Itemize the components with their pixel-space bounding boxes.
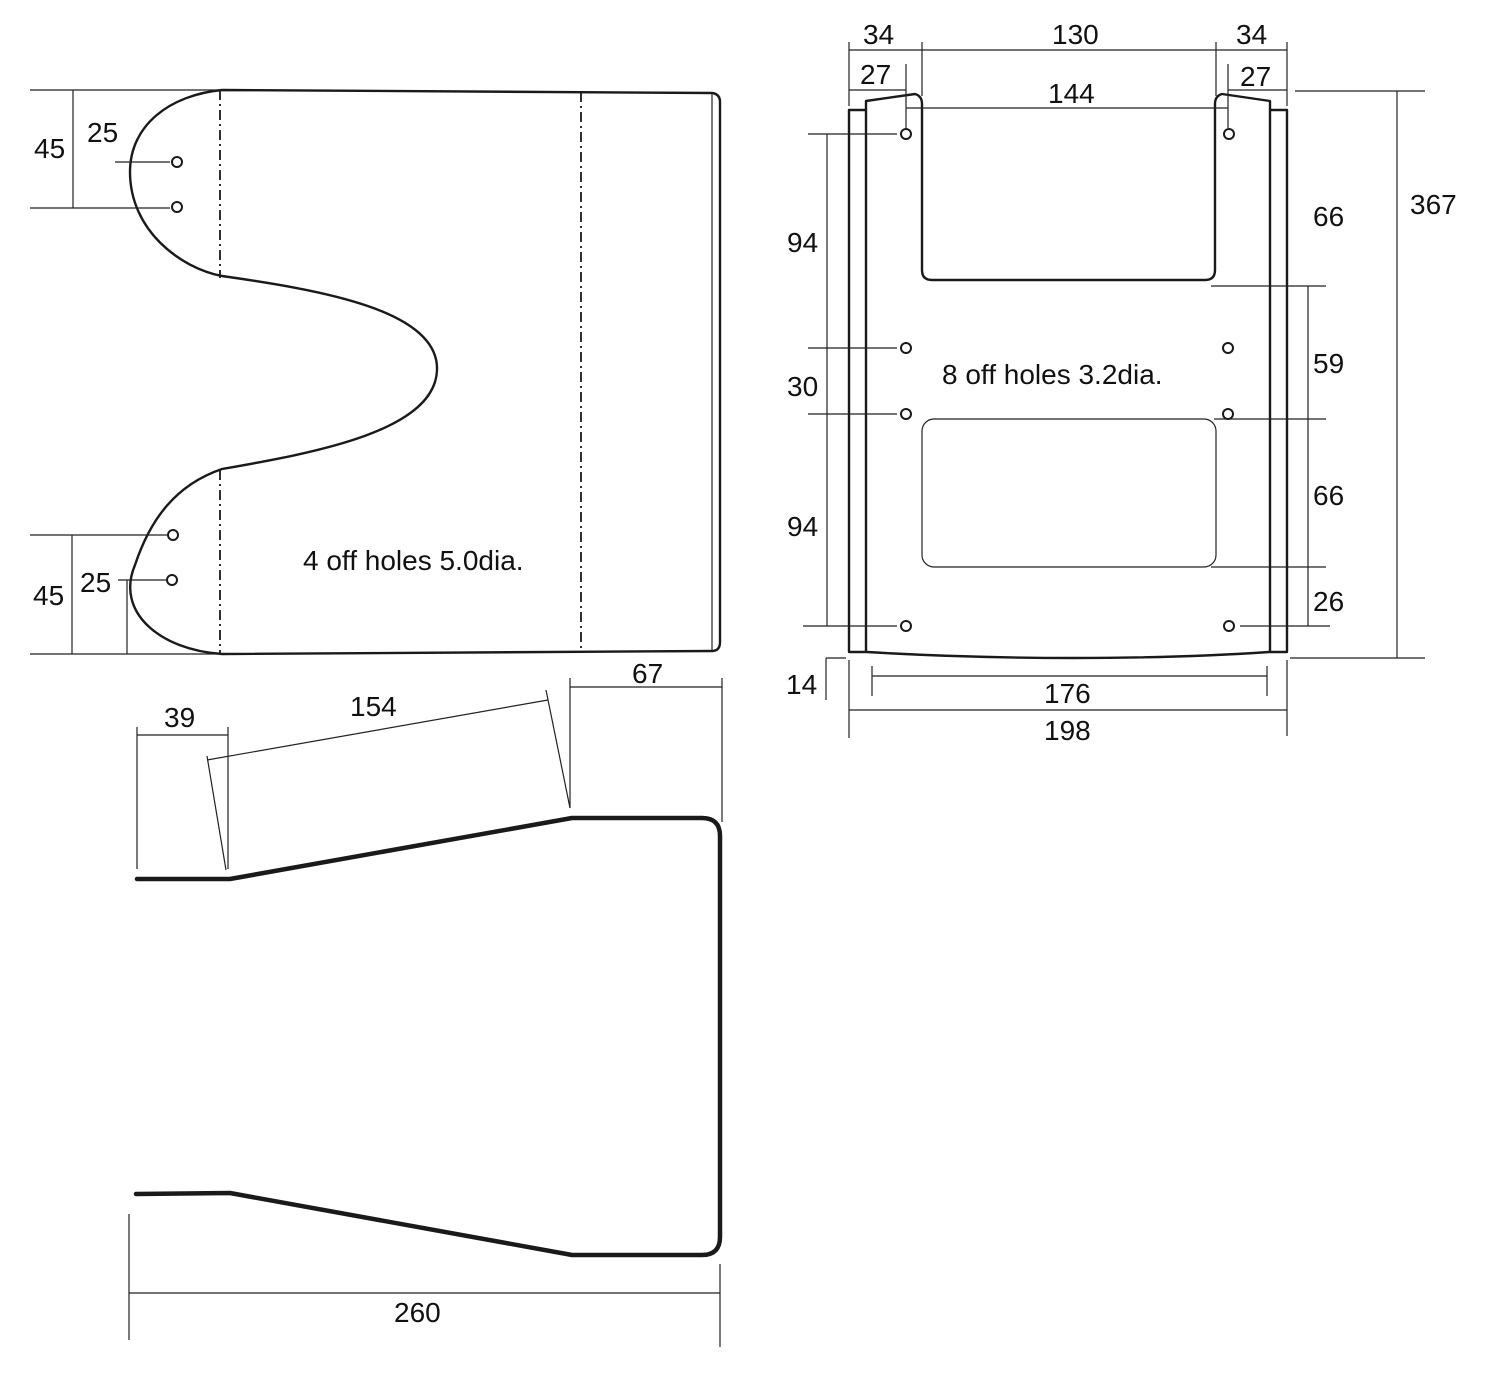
dim-25-top: 25	[87, 117, 118, 148]
dim-34-left: 34	[863, 19, 894, 50]
dim-27-left: 27	[860, 59, 891, 90]
flat-pattern-outline	[128, 88, 722, 656]
dim-45-bottom: 45	[33, 580, 64, 611]
back-plate-outline	[847, 92, 1289, 660]
hole-5mm	[171, 156, 183, 168]
dim-34-right: 34	[1236, 19, 1267, 50]
dim-59: 59	[1313, 348, 1344, 379]
dim-66-top: 66	[1313, 201, 1344, 232]
dim-154: 154	[350, 691, 397, 722]
dim-39: 39	[164, 702, 195, 733]
hole-3-2mm	[900, 342, 912, 354]
back-plate-window	[921, 418, 1217, 568]
dim-25-bottom: 25	[80, 567, 111, 598]
dim-66-mid: 66	[1313, 480, 1344, 511]
dim-198: 198	[1044, 715, 1091, 746]
dim-130: 130	[1052, 19, 1099, 50]
hole-3-2mm	[1222, 408, 1234, 420]
dim-26: 26	[1313, 586, 1344, 617]
flat-pattern-note: 4 off holes 5.0dia.	[303, 545, 524, 576]
dim-30: 30	[787, 371, 818, 402]
dim-144: 144	[1048, 78, 1095, 109]
dim-176: 176	[1044, 678, 1091, 709]
dim-94-top: 94	[787, 227, 818, 258]
dim-14: 14	[786, 669, 817, 700]
dim-67: 67	[632, 658, 663, 689]
side-profile-outline	[133, 815, 723, 1258]
dim-27-right: 27	[1240, 61, 1271, 92]
dim-94-bottom: 94	[787, 511, 818, 542]
dim-260: 260	[394, 1297, 441, 1328]
dim-45-top: 45	[34, 133, 65, 164]
back-plate-view: 8 off holes 3.2dia. 34 130 34 27 144 27 …	[786, 19, 1457, 746]
hole-5mm	[171, 201, 183, 213]
back-plate-note: 8 off holes 3.2dia.	[942, 359, 1163, 390]
flat-pattern-view: 45 25 45 25 4 off holes 5.0dia. 67	[30, 88, 723, 822]
hole-3-2mm	[1222, 342, 1234, 354]
hole-3-2mm	[1223, 128, 1235, 140]
dim-367: 367	[1410, 189, 1457, 220]
side-profile-view: 39 154 260	[128, 689, 723, 1347]
hole-3-2mm	[900, 408, 912, 420]
hole-5mm	[167, 529, 179, 541]
hole-3-2mm	[900, 128, 912, 140]
hole-3-2mm	[1223, 620, 1235, 632]
hole-5mm	[166, 574, 178, 586]
hole-3-2mm	[900, 620, 912, 632]
